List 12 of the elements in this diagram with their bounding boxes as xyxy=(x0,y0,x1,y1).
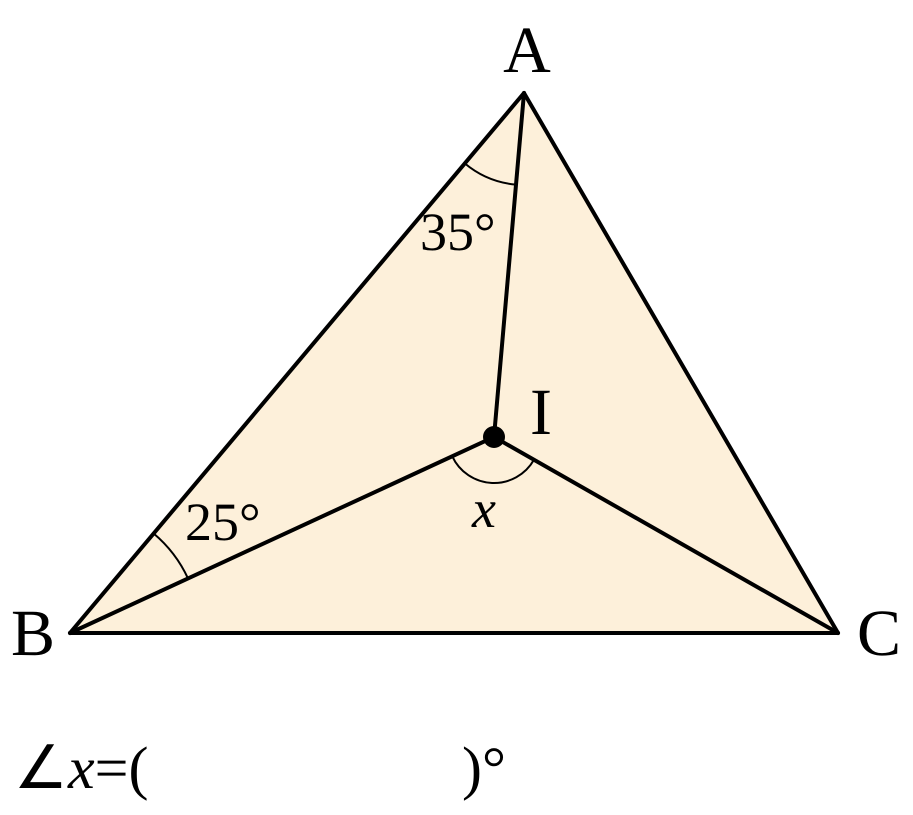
vertex-label: A xyxy=(503,18,551,84)
angle-label: 25° xyxy=(185,495,261,549)
triangle-side xyxy=(492,91,526,428)
triangle-side xyxy=(502,440,840,635)
vertex-label: C xyxy=(856,601,902,667)
triangle-side xyxy=(68,440,486,635)
angle-label: x xyxy=(472,482,496,536)
answer-prompt: )° xyxy=(462,738,506,798)
triangle-side xyxy=(68,631,840,635)
angle-label: 35° xyxy=(420,205,496,259)
vertex-label: B xyxy=(10,601,56,667)
vertex-label: I xyxy=(530,380,552,446)
